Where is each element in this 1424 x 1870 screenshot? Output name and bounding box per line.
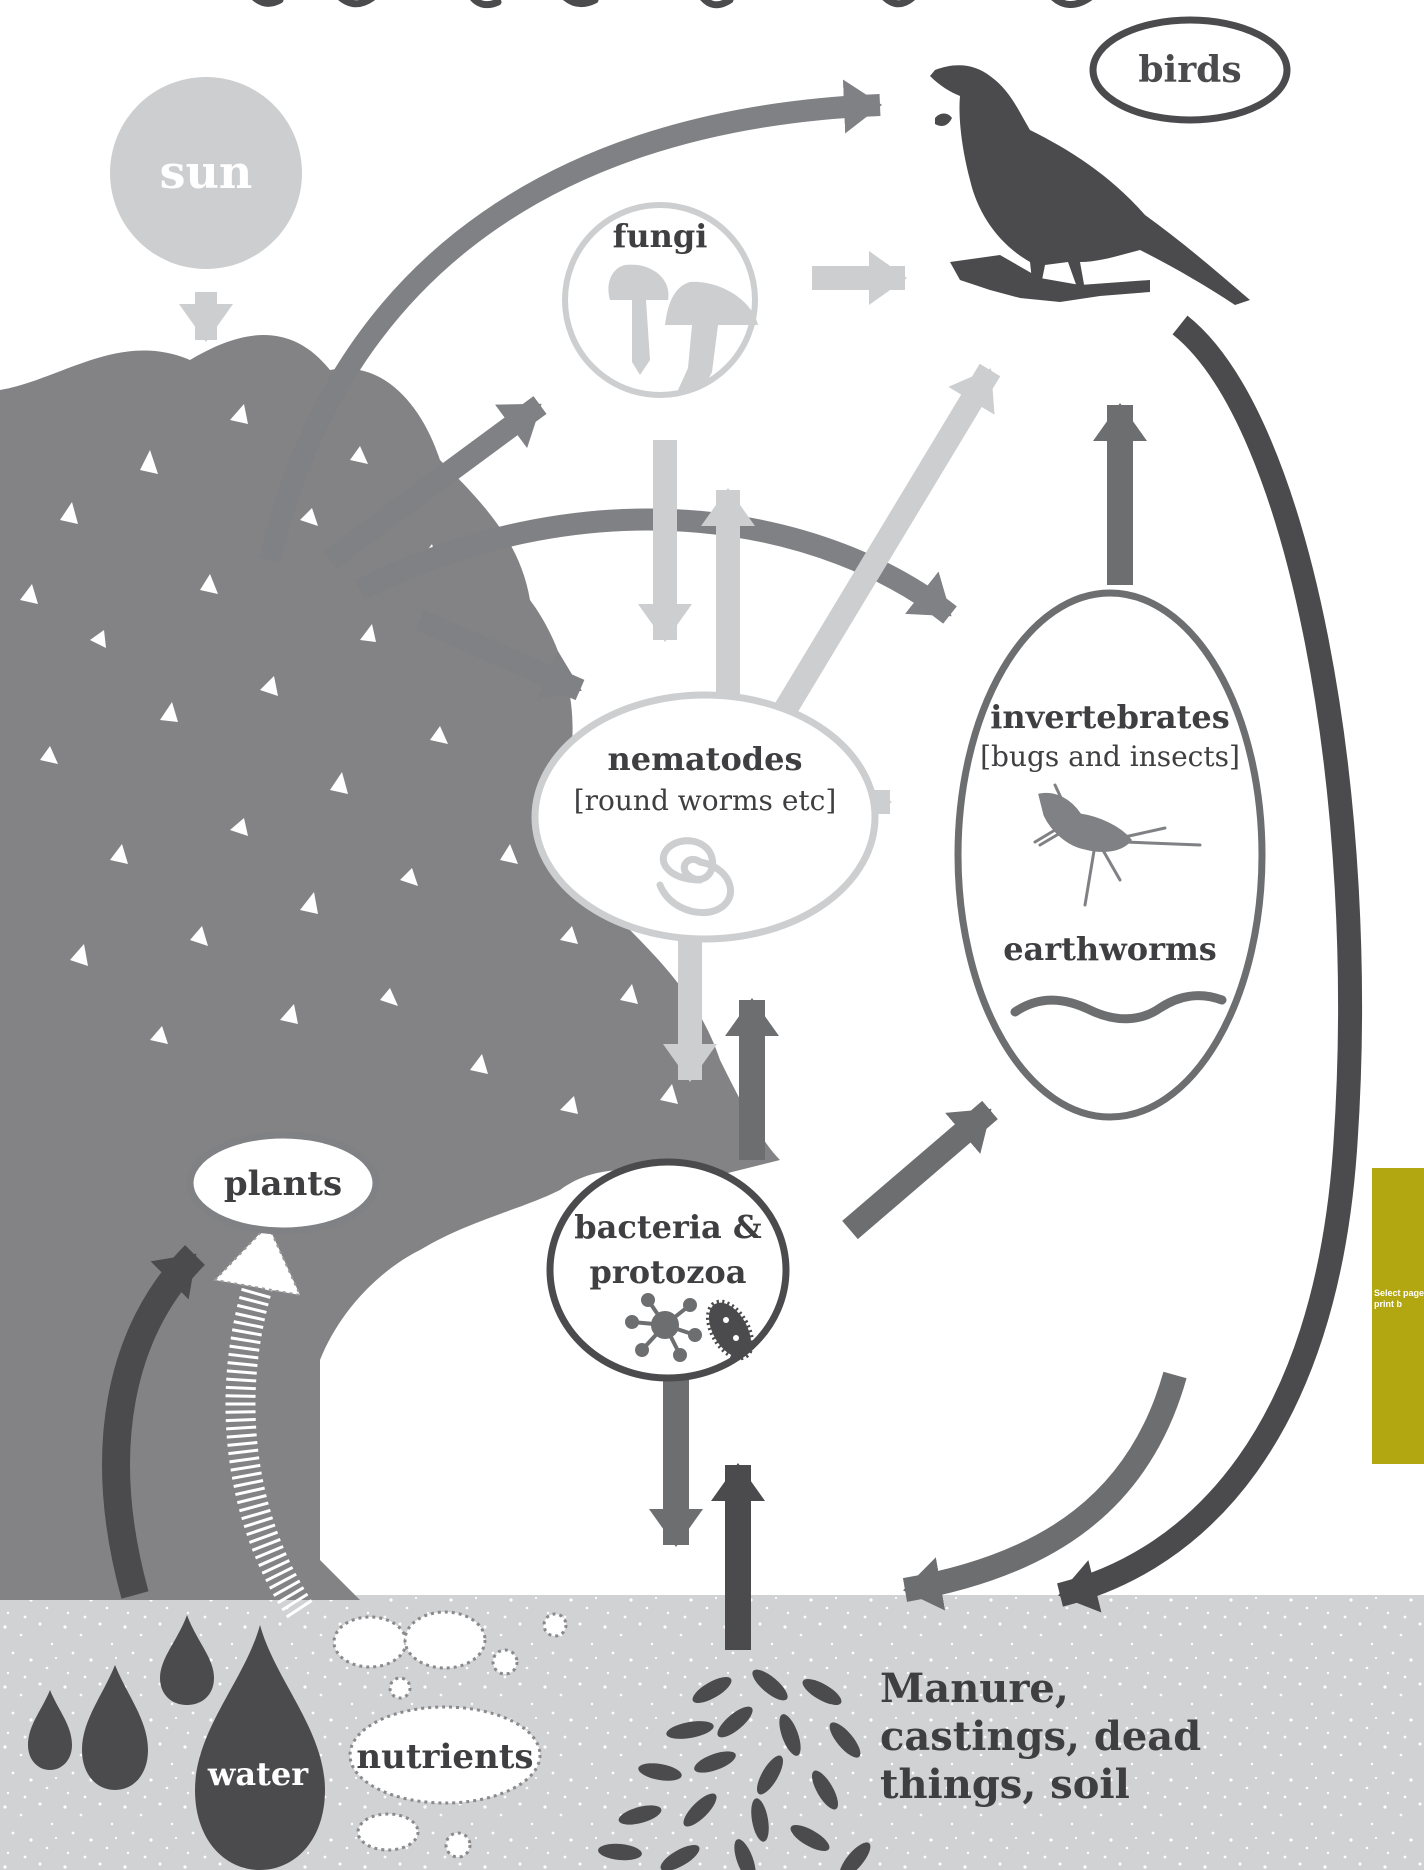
- title-fragment: [252, 0, 1093, 9]
- arrow-plants-to-birds: [259, 79, 882, 563]
- arrow-water-to-plants: [102, 1245, 205, 1599]
- arrow-nutrients-to-plants-head: [212, 1223, 302, 1297]
- invertebrates-label: invertebrates: [990, 698, 1230, 736]
- side-tab: Select page print b: [1372, 1168, 1424, 1464]
- arrow-plants-to-nematodes: [415, 609, 585, 701]
- manure-label-line2: castings, dead: [880, 1713, 1201, 1760]
- sun-label: sun: [160, 145, 253, 199]
- fungi-label: fungi: [613, 217, 708, 255]
- protozoa-icon: [705, 1299, 755, 1361]
- bacteria-label-line2: protozoa: [590, 1253, 747, 1291]
- bird-icon: [930, 65, 1250, 305]
- arrow-bacteria-to-invertebrates: [842, 1100, 998, 1240]
- birds-oval: [1089, 16, 1291, 124]
- invertebrates-sub-label: [bugs and insects]: [980, 740, 1240, 773]
- manure-label-line1: Manure,: [880, 1665, 1069, 1712]
- arrow-nutrients-to-plants: [225, 1259, 313, 1619]
- bacteria-icon: [625, 1293, 702, 1362]
- side-tab-text: Select page print b: [1374, 1288, 1424, 1309]
- water-label: water: [207, 1755, 309, 1793]
- arrow-nematodes-to-birds: [774, 363, 1001, 717]
- arrow-invertebrates-to-soil: [902, 1371, 1187, 1611]
- nematode-icon: [656, 837, 734, 917]
- earthworm-icon: [1010, 991, 1227, 1024]
- mushroom-icon: [608, 264, 758, 392]
- tree-texture: [20, 404, 678, 1114]
- plants-oval: [186, 1131, 380, 1235]
- arrow-plants-to-invertebrates: [355, 508, 957, 624]
- nematodes-sub-label: [round worms etc]: [574, 784, 837, 817]
- water-drop-icon: [28, 1615, 325, 1870]
- cricket-icon: [1033, 783, 1202, 907]
- soil-particles: [598, 1669, 871, 1870]
- sun-icon: [110, 77, 302, 269]
- plants-label: plants: [224, 1164, 342, 1204]
- birds-label: birds: [1138, 49, 1241, 91]
- nutrients-label: nutrients: [356, 1737, 533, 1777]
- arrow-birds-to-soil: [1057, 315, 1363, 1613]
- nematodes-label: nematodes: [607, 740, 802, 778]
- nutrient-bubbles: [332, 1610, 568, 1859]
- earthworms-label: earthworms: [1003, 930, 1217, 968]
- arrow-plants-to-fungi: [323, 396, 547, 569]
- nutrients-oval: [348, 1705, 542, 1805]
- invertebrates-oval: [954, 589, 1266, 1121]
- bacteria-label-line1: bacteria &: [574, 1208, 762, 1246]
- manure-label-line3: things, soil: [880, 1761, 1130, 1808]
- nematodes-oval: [531, 691, 879, 943]
